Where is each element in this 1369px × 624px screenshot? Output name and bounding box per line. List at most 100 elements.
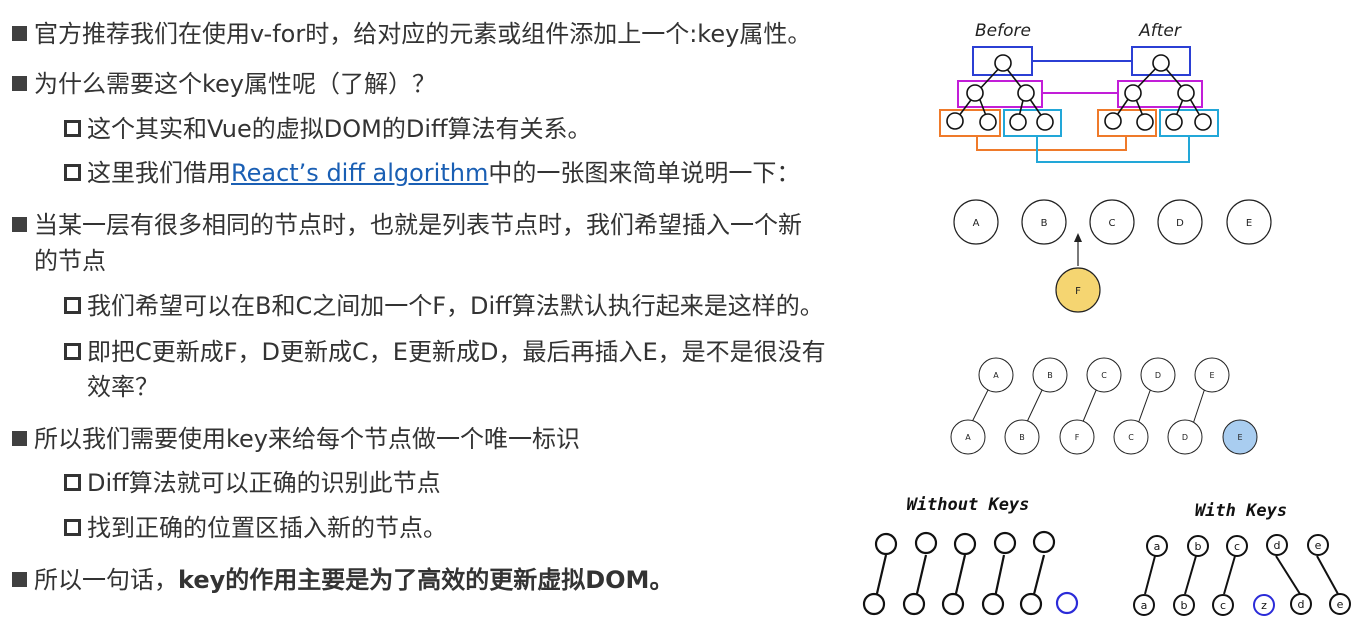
node-label: d [1274, 539, 1281, 552]
bullet-text: 中的一张图来简单说明一下： [488, 159, 801, 187]
hand-node [1266, 534, 1288, 556]
hand-node [1187, 535, 1209, 557]
square-bullet-icon [12, 572, 27, 587]
top-node [978, 357, 1014, 393]
sub-bullet-3-1: 我们希望可以在B和C之间加一个F，Diff算法默认执行起来是这样的。 [64, 288, 824, 324]
with-keys-diagram: With Keys a b c d e a b c [1133, 501, 1351, 616]
sub-bullet-3-2: 即把C更新成F，D更新成C，E更新成D，最后再插入E，是不是很没有 [64, 334, 826, 370]
node-label: A [993, 371, 999, 380]
before-leaf-box-left [939, 109, 1001, 137]
node-label: E [1237, 433, 1242, 442]
hand-node [1226, 535, 1248, 557]
tree-node [1152, 54, 1170, 72]
tree-diagram: Before After [939, 21, 1219, 163]
hand-node [953, 532, 977, 556]
sub-bullet-4-1: Diff算法就可以正确的识别此节点 [64, 465, 441, 501]
hand-node [1290, 593, 1312, 615]
top-node [1140, 357, 1176, 393]
node-label: C [1109, 218, 1116, 229]
hollow-square-bullet-icon [64, 519, 81, 536]
bottom-node-new [1222, 419, 1258, 455]
node-label: b [1195, 540, 1202, 553]
tree-node [1104, 112, 1122, 130]
bullet-text: 所以我们需要使用key来给每个节点做一个唯一标识 [34, 425, 581, 453]
bullet-text: 的节点 [34, 247, 106, 275]
hand-node [1133, 594, 1155, 616]
hand-node [1173, 594, 1195, 616]
bullet-text: 这个其实和Vue的虚拟DOM的Diff算法有关系。 [87, 115, 592, 143]
bullet-2: 为什么需要这个key属性呢（了解）？ [12, 66, 436, 102]
hand-node [941, 592, 965, 616]
bottom-node [1113, 419, 1149, 455]
node-f-new [1055, 267, 1101, 313]
hand-node [902, 592, 926, 616]
arrow-head-icon [1074, 233, 1082, 242]
node-d [1157, 199, 1203, 245]
hand-node [1307, 534, 1329, 556]
tree-node [1165, 113, 1183, 131]
tree-node [966, 84, 984, 102]
sub-bullet-3-2-continuation: 效率？ [87, 369, 159, 405]
hand-node-new [1253, 594, 1275, 616]
update-diagram: A B C D E A B F C D E [950, 357, 1258, 455]
bullet-text: Diff算法就可以正确的识别此节点 [87, 469, 441, 497]
node-label: E [1246, 218, 1252, 229]
before-tree [946, 54, 1054, 131]
without-keys-label: Without Keys [907, 495, 1030, 515]
node-label: E [1209, 371, 1214, 380]
tree-node [994, 54, 1012, 72]
node-label: D [1182, 433, 1188, 442]
node-label: a [1154, 540, 1161, 553]
hand-node [981, 592, 1005, 616]
bullet-4: 所以我们需要使用key来给每个节点做一个唯一标识 [12, 421, 580, 457]
node-label: b [1181, 599, 1188, 612]
node-label: A [973, 218, 980, 229]
node-label: B [1047, 371, 1053, 380]
node-label: d [1298, 598, 1305, 611]
with-keys-label: With Keys [1195, 501, 1287, 521]
hand-node [914, 531, 938, 555]
hand-node [1212, 594, 1234, 616]
hand-node [1032, 530, 1056, 554]
tree-node [1036, 113, 1054, 131]
hand-node [993, 531, 1017, 555]
bullet-3: 当某一层有很多相同的节点时，也就是列表节点时，我们希望插入一个新 [12, 207, 802, 243]
hollow-square-bullet-icon [64, 474, 81, 491]
bottom-node [1004, 419, 1040, 455]
node-e [1226, 199, 1272, 245]
bullet-text: 效率？ [87, 373, 159, 401]
node-label: D [1155, 371, 1161, 380]
tree-node [1017, 84, 1035, 102]
node-label: c [1234, 540, 1240, 553]
node-c [1089, 199, 1135, 245]
top-node [1032, 357, 1068, 393]
node-label: B [1019, 433, 1025, 442]
after-label: After [1138, 21, 1182, 41]
bullet-text: 找到正确的位置区插入新的节点。 [87, 514, 447, 542]
bottom-node [1167, 419, 1203, 455]
node-label: F [1075, 433, 1080, 442]
node-label: F [1075, 286, 1081, 297]
hand-node [874, 532, 898, 556]
node-label: a [1141, 599, 1148, 612]
bullet-text: 所以一句话， [34, 566, 178, 594]
tree-node [1194, 113, 1212, 131]
cyan-link [1036, 136, 1190, 163]
node-label: C [1128, 433, 1134, 442]
orange-link [976, 136, 1127, 151]
node-label: e [1337, 598, 1344, 611]
bullet-text: 为什么需要这个key属性呢（了解）？ [34, 70, 437, 98]
square-bullet-icon [12, 76, 27, 91]
node-label: C [1101, 371, 1107, 380]
without-keys-diagram: Without Keys [862, 495, 1079, 616]
node-b [1021, 199, 1067, 245]
top-node [1086, 357, 1122, 393]
before-leaf-box-right [1003, 109, 1062, 137]
tree-node [1177, 84, 1195, 102]
bullet-5: 所以一句话，key的作用主要是为了高效的更新虚拟DOM。 [12, 562, 673, 598]
square-bullet-icon [12, 217, 27, 232]
react-diff-algorithm-link[interactable]: React’s diff algorithm [231, 159, 489, 187]
sub-bullet-4-2: 找到正确的位置区插入新的节点。 [64, 510, 447, 546]
hand-node [1019, 592, 1043, 616]
